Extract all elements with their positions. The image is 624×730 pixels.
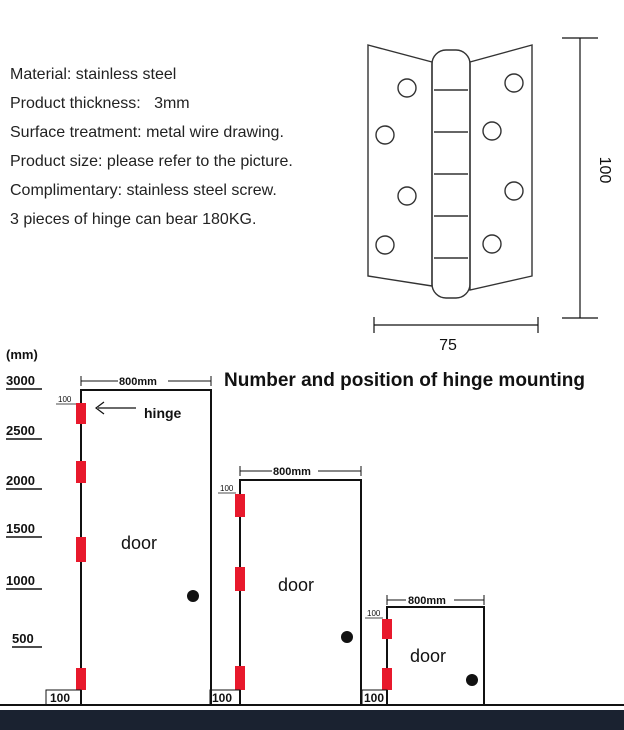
- y-tick: 2500: [6, 423, 35, 438]
- y-tick: 2000: [6, 473, 35, 488]
- bottom-offset-label: 100: [50, 691, 70, 705]
- hinge-marker: [76, 668, 86, 690]
- door-label: door: [410, 646, 446, 666]
- offset-label: 100: [58, 395, 72, 404]
- hinge-marker: [76, 461, 86, 483]
- hinge-marker: [235, 567, 245, 591]
- hinge-hole: [482, 121, 502, 141]
- hinge-marker: [382, 619, 392, 639]
- hinge-hole: [397, 186, 417, 206]
- door-width-label: 800mm: [119, 376, 157, 388]
- door-short: 800mm 100 door 100: [361, 595, 485, 706]
- y-tick: 500: [12, 631, 34, 646]
- door-knob: [466, 674, 478, 686]
- spec-material: Material: stainless steel: [10, 66, 177, 83]
- spec-screw: Complimentary: stainless steel screw.: [10, 182, 277, 199]
- y-tick: 1000: [6, 573, 35, 588]
- width-dimension: [373, 317, 539, 333]
- spec-thickness: Product thickness: 3mm: [10, 95, 190, 112]
- hinge-pointer-label: hinge: [144, 405, 182, 421]
- hinge-illustration: [367, 44, 533, 299]
- door-width-label: 800mm: [408, 595, 446, 607]
- hinge-hole: [482, 234, 502, 254]
- y-axis: 3000 2500 2000 1500 1000 500: [6, 373, 35, 646]
- bottom-offset-label: 100: [364, 691, 384, 705]
- height-dimension: [562, 37, 598, 319]
- chart-title: Number and position of hinge mounting: [224, 370, 585, 391]
- door-label: door: [121, 533, 157, 553]
- width-label: 75: [439, 337, 457, 354]
- hinge-marker: [235, 666, 245, 690]
- bottom-bar: [0, 710, 624, 730]
- hinge-hole: [397, 78, 417, 98]
- hinge-hole: [504, 181, 524, 201]
- door-knob: [341, 631, 353, 643]
- spec-load: 3 pieces of hinge can bear 180KG.: [10, 211, 257, 228]
- hinge-marker: [76, 403, 86, 424]
- bottom-offset-label: 100: [212, 691, 232, 705]
- door-tall: 800mm 100 hinge door 100: [45, 376, 212, 706]
- door-label: door: [278, 575, 314, 595]
- door-knob: [187, 590, 199, 602]
- y-tick: 3000: [6, 373, 35, 388]
- hinge-hole: [375, 125, 395, 145]
- offset-label: 100: [220, 484, 234, 493]
- door-medium: 800mm 100 door 100: [209, 466, 362, 706]
- hinge-marker: [76, 537, 86, 562]
- offset-label: 100: [367, 609, 381, 618]
- hinge-hole: [504, 73, 524, 93]
- spec-surface: Surface treatment: metal wire drawing.: [10, 124, 284, 141]
- hinge-hole: [375, 235, 395, 255]
- hinge-marker: [235, 494, 245, 517]
- spec-size: Product size: please refer to the pictur…: [10, 153, 293, 170]
- hinge-right-leaf: [469, 44, 533, 291]
- height-label: 100: [596, 157, 613, 184]
- hinge-marker: [382, 668, 392, 690]
- door-width-label: 800mm: [273, 466, 311, 478]
- unit-label: (mm): [6, 347, 38, 362]
- y-tick: 1500: [6, 521, 35, 536]
- hinge-knuckle: [431, 49, 471, 299]
